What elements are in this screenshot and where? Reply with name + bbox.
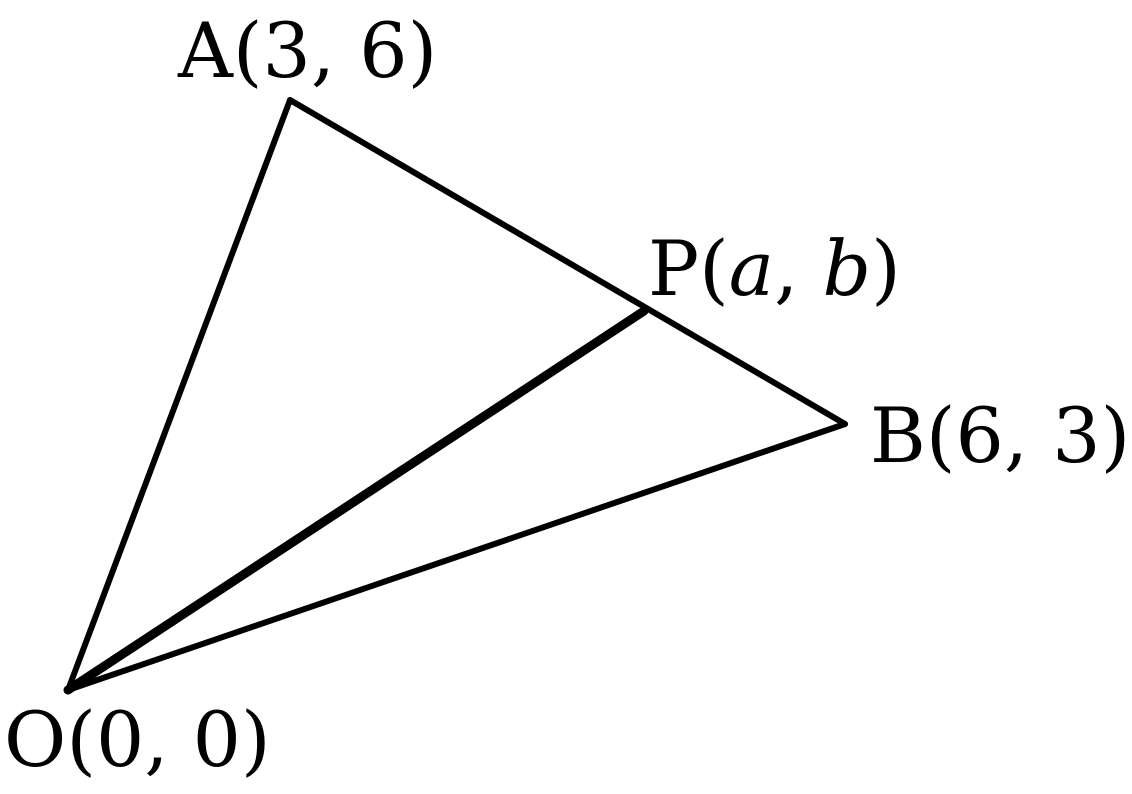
label-point-a: A(3, 6) [177, 6, 437, 95]
label-o-x: 0 [96, 695, 144, 784]
label-p-comma: , [774, 224, 822, 313]
label-b-open: ( [926, 391, 956, 480]
edge-oa [65, 97, 293, 693]
label-a-x: 3 [263, 6, 311, 95]
label-o-open: ( [66, 695, 96, 784]
label-b-close: ) [1101, 391, 1131, 480]
label-p-close: ) [871, 224, 901, 313]
label-p-open: ( [699, 224, 729, 313]
label-a-comma: , [311, 6, 359, 95]
label-a-open: ( [233, 6, 263, 95]
edge-ob [65, 421, 848, 693]
label-b-comma: , [1004, 391, 1052, 480]
label-b-x: 6 [956, 391, 1004, 480]
label-a-close: ) [408, 6, 438, 95]
label-b-y: 3 [1052, 391, 1100, 480]
label-a-name: A [177, 6, 234, 95]
label-a-y: 6 [359, 6, 407, 95]
label-o-close: ) [241, 695, 271, 784]
label-o-name: O [4, 695, 66, 784]
label-p-name: P [648, 224, 699, 313]
label-point-b: B(6, 3) [870, 391, 1130, 480]
edge-ab [287, 97, 848, 427]
label-point-o: O(0, 0) [4, 695, 271, 784]
label-p-x: a [729, 224, 774, 313]
label-point-p: P(a, b) [648, 224, 901, 313]
segment-op [63, 306, 649, 695]
label-o-y: 0 [193, 695, 241, 784]
label-o-comma: , [144, 695, 192, 784]
label-p-y: b [822, 224, 871, 313]
label-b-name: B [870, 391, 926, 480]
